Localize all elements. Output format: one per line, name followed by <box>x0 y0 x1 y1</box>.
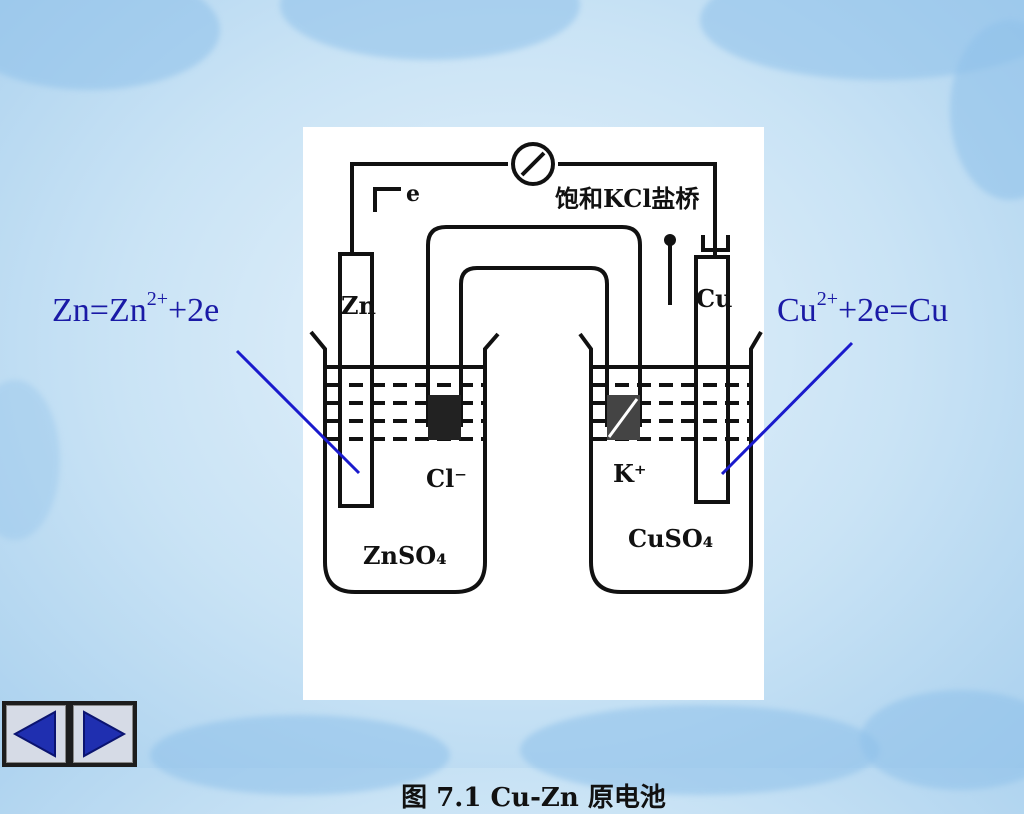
background-flower <box>0 0 220 90</box>
background-flower <box>860 690 1024 790</box>
zn-half-reaction: Zn=Zn2++2e <box>52 288 220 330</box>
cu-solution-label: CuSO₄ <box>628 524 713 553</box>
salt-bridge-plug-mark <box>607 398 639 438</box>
galvanic-cell-diagram: e 饱和KCl盐桥 Zn Cu Cl⁻ K⁺ ZnSO₄ CuSO₄ 图 7.1… <box>303 127 764 813</box>
cu-half-reaction-charge: 2+ <box>816 288 838 310</box>
galvanic-cell-drawing: e 饱和KCl盐桥 Zn Cu Cl⁻ K⁺ ZnSO₄ CuSO₄ <box>309 142 763 594</box>
next-slide-button[interactable] <box>73 705 133 763</box>
cu-electrode-label: Cu <box>696 284 733 313</box>
galvanometer-needle <box>520 151 546 177</box>
slide-navigation <box>2 701 137 767</box>
zn-electrode-label: Zn <box>341 291 376 320</box>
zn-half-reaction-charge: 2+ <box>146 288 168 310</box>
external-wire-right <box>558 162 717 259</box>
electron-flow-arrow <box>373 187 401 212</box>
background-flower <box>0 380 60 540</box>
salt-bridge-outer <box>426 225 642 427</box>
figure-caption: 图 7.1 Cu-Zn 原电池 <box>401 783 666 813</box>
potassium-ion-label: K⁺ <box>613 459 647 488</box>
cu-half-reaction: Cu2++2e=Cu <box>777 288 949 330</box>
electron-label: e <box>406 181 420 207</box>
ion-flow-arrowhead <box>664 234 676 246</box>
cu-half-reaction-tail: +2e=Cu <box>837 292 949 329</box>
left-beaker <box>309 330 500 594</box>
cu-clamp <box>701 235 730 252</box>
salt-bridge-label: 饱和KCl盐桥 <box>555 184 700 213</box>
right-beaker <box>578 330 763 594</box>
zn-solution-label: ZnSO₄ <box>363 541 447 570</box>
chloride-ion-label: Cl⁻ <box>426 464 467 493</box>
cu-half-reaction-base: Cu <box>777 292 817 329</box>
salt-bridge-plug-left <box>428 395 461 440</box>
zn-half-reaction-base: Zn=Zn <box>52 292 147 329</box>
triangle-right-icon <box>83 710 127 758</box>
zn-half-reaction-tail: +2e <box>168 292 220 329</box>
triangle-left-icon <box>12 710 56 758</box>
galvanometer-icon <box>511 142 555 186</box>
salt-bridge-inner <box>459 266 609 427</box>
external-wire-left <box>350 162 508 254</box>
background-flower <box>280 0 580 60</box>
previous-slide-button[interactable] <box>6 705 66 763</box>
